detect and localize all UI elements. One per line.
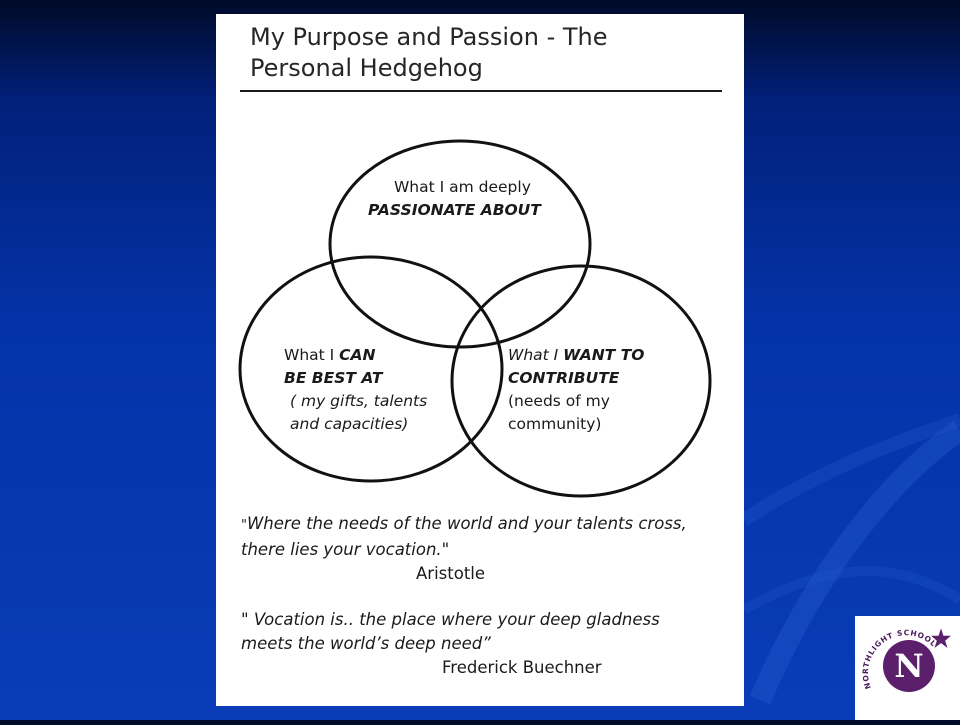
title-line-2: Personal Hedgehog — [250, 54, 483, 82]
logo-circle — [883, 640, 935, 692]
venn-right-line-3: (needs of my — [508, 392, 610, 410]
quote-2-open-mark: " — [241, 610, 254, 629]
quote-2-line-2: meets the world’s deep need” — [241, 634, 491, 653]
venn-right-line-1-bold: WANT TO — [563, 346, 645, 364]
venn-right-line-1-plain: What I — [508, 346, 564, 364]
page-title: My Purpose and Passion - The Personal He… — [250, 22, 608, 84]
quote-buechner: " Vocation is.. the place where your dee… — [241, 608, 660, 680]
quote-1-line-2: there lies your vocation." — [241, 540, 450, 559]
quote-2-line-1: " Vocation is.. the place where your dee… — [241, 608, 660, 632]
title-underline — [240, 90, 722, 92]
venn-right-line-4: community) — [508, 415, 602, 433]
quote-1-open-mark: " — [241, 518, 247, 533]
venn-right-line-1: What I WANT TO — [508, 344, 644, 367]
quote-2-text-1: Vocation is.. the place where your deep … — [253, 610, 660, 629]
quote-1-author: Aristotle — [416, 564, 486, 583]
venn-label-left: What I CAN BE BEST AT ( my gifts, talent… — [284, 344, 427, 436]
venn-left-line-1-bold: CAN — [339, 346, 376, 364]
quote-1-text-1: Where the needs of the world and your ta… — [246, 514, 687, 533]
venn-label-right: What I WANT TO CONTRIBUTE (needs of my c… — [508, 344, 644, 436]
venn-top-line-2: PASSIONATE ABOUT — [368, 201, 541, 219]
star-icon — [926, 623, 956, 653]
venn-label-top: What I am deeply PASSIONATE ABOUT — [368, 176, 541, 222]
school-logo-mark: NORTHLIGHT SCHOOL N — [861, 623, 956, 692]
venn-right-line-2: CONTRIBUTE — [508, 369, 620, 387]
title-line-1: My Purpose and Passion - The — [250, 23, 608, 51]
venn-left-line-1-plain: What I — [284, 346, 340, 364]
venn-circle-top — [328, 139, 592, 349]
venn-left-line-1: What I CAN — [284, 344, 427, 367]
venn-circle-right — [450, 264, 712, 498]
document-page: My Purpose and Passion - The Personal He… — [216, 14, 744, 706]
venn-left-line-2: BE BEST AT — [284, 369, 383, 387]
venn-diagram — [238, 139, 712, 498]
venn-top-line-1: What I am deeply — [393, 178, 531, 196]
quote-aristotle: "Where the needs of the world and your t… — [241, 512, 687, 586]
logo-monogram: N — [894, 647, 923, 685]
venn-left-line-4: and capacities) — [290, 415, 409, 433]
venn-circle-left — [238, 255, 504, 483]
school-logo: NORTHLIGHT SCHOOL N — [855, 616, 960, 720]
venn-left-line-3: ( my gifts, talents — [290, 392, 428, 410]
quote-1-line-1: "Where the needs of the world and your t… — [241, 512, 687, 538]
quote-2-author: Frederick Buechner — [442, 658, 602, 677]
